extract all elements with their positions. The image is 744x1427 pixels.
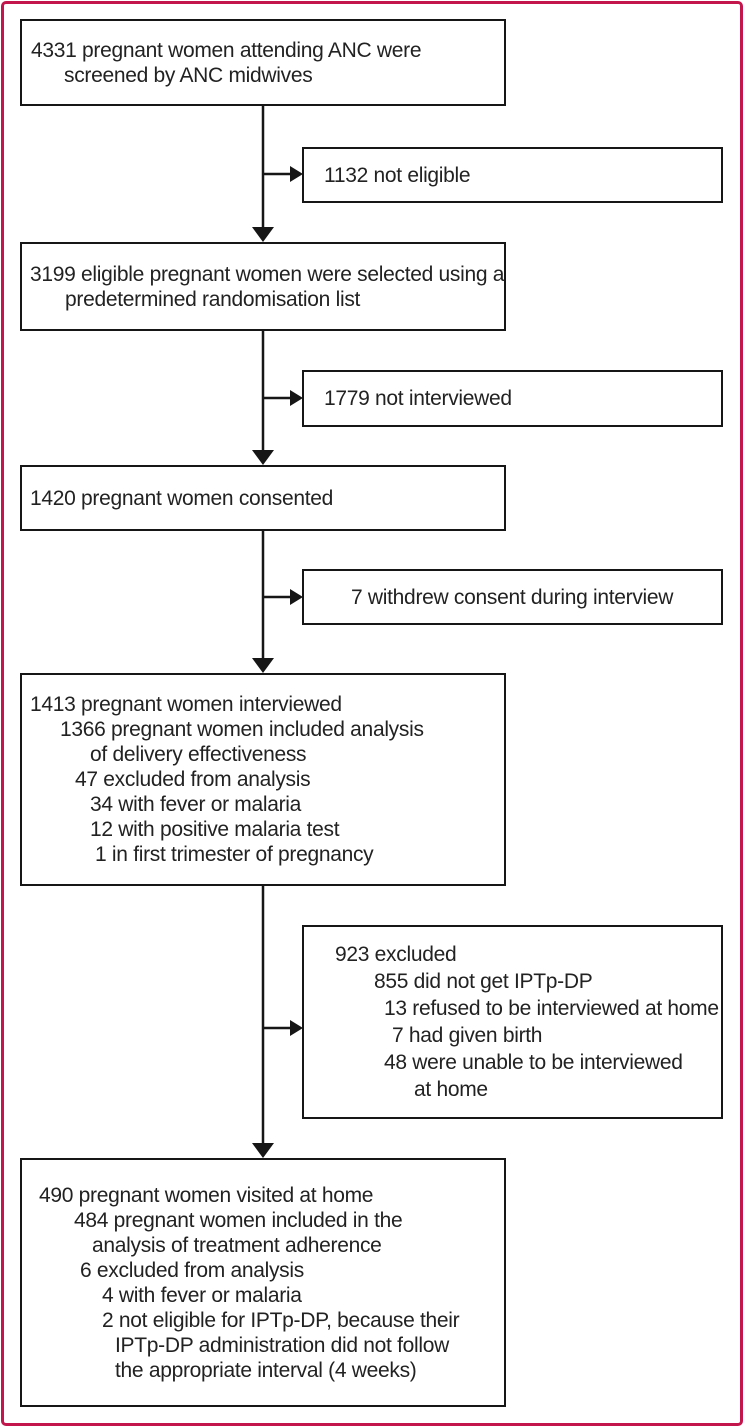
arrowhead-down-icon bbox=[252, 658, 274, 673]
arrowhead-down-icon bbox=[252, 227, 274, 242]
box-line: 12 with positive malaria test bbox=[90, 818, 340, 841]
box-line: at home bbox=[414, 1078, 488, 1101]
box-line: predetermined randomisation list bbox=[65, 287, 361, 311]
box-line: analysis of treatment adherence bbox=[92, 1233, 382, 1257]
box-line: 1132 not eligible bbox=[324, 163, 471, 187]
box-interviewed: 1413 pregnant women interviewed 1366 pre… bbox=[20, 673, 506, 886]
box-line: 4331 pregnant women attending ANC were bbox=[31, 38, 422, 62]
box-not-interviewed: 1779 not interviewed bbox=[302, 370, 723, 427]
box-line: 1 in first trimester of pregnancy bbox=[95, 843, 374, 866]
box-line: 34 with fever or malaria bbox=[90, 793, 302, 816]
box-withdrew-consent: 7 withdrew consent during interview bbox=[302, 569, 723, 625]
box-line: 2 not eligible for IPTp-DP, because thei… bbox=[102, 1308, 460, 1332]
box-excluded-iptp: 923 excluded 855 did not get IPTp-DP 13 … bbox=[302, 925, 723, 1119]
box-line: 3199 eligible pregnant women were select… bbox=[30, 262, 505, 286]
box-line: 1413 pregnant women interviewed bbox=[30, 693, 342, 716]
box-line: 923 excluded bbox=[335, 943, 457, 966]
box-line: 1779 not interviewed bbox=[324, 387, 512, 410]
box-visited-home: 490 pregnant women visited at home 484 p… bbox=[20, 1158, 506, 1407]
box-consented: 1420 pregnant women consented bbox=[20, 465, 506, 531]
box-line: 48 were unable to be interviewed bbox=[384, 1051, 683, 1074]
box-not-eligible: 1132 not eligible bbox=[302, 147, 723, 203]
box-line: 13 refused to be interviewed at home bbox=[384, 997, 719, 1020]
box-line: 484 pregnant women included in the bbox=[74, 1208, 403, 1232]
box-screened: 4331 pregnant women attending ANC were s… bbox=[20, 19, 506, 106]
box-line: 7 withdrew consent during interview bbox=[351, 585, 674, 609]
box-line: 4 with fever or malaria bbox=[102, 1283, 302, 1307]
box-line: 855 did not get IPTp-DP bbox=[374, 970, 593, 993]
box-line: IPTp-DP administration did not follow bbox=[115, 1333, 450, 1357]
box-line: 7 had given birth bbox=[392, 1024, 543, 1047]
box-line: 6 excluded from analysis bbox=[80, 1258, 304, 1282]
box-line: 1420 pregnant women consented bbox=[30, 486, 334, 510]
box-line: 47 excluded from analysis bbox=[75, 768, 311, 791]
box-line: 490 pregnant women visited at home bbox=[39, 1183, 374, 1207]
box-selected: 3199 eligible pregnant women were select… bbox=[20, 242, 506, 331]
box-line: the appropriate interval (4 weeks) bbox=[115, 1358, 417, 1382]
box-line: of delivery effectiveness bbox=[90, 743, 307, 766]
box-line: 1366 pregnant women included analysis bbox=[60, 718, 424, 741]
arrowhead-down-icon bbox=[252, 450, 274, 465]
arrowhead-down-icon bbox=[252, 1143, 274, 1158]
box-line: screened by ANC midwives bbox=[64, 63, 313, 87]
